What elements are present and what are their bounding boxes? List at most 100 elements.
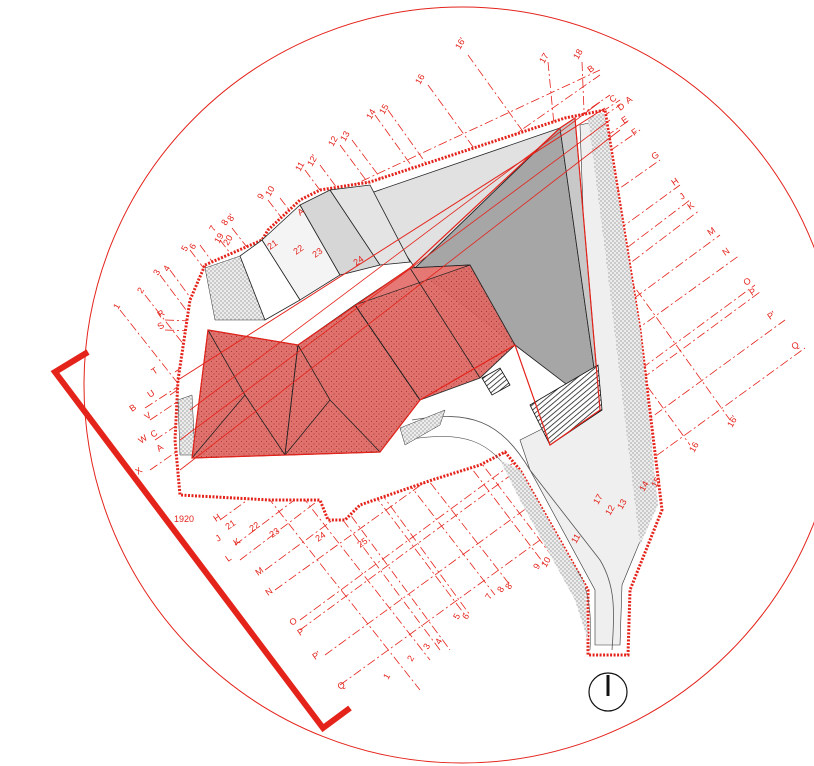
label-20-bottom: 20	[184, 514, 194, 524]
label-10-bottom: 10	[539, 555, 553, 569]
label-16-top: 16	[413, 72, 427, 86]
roof-ridges	[191, 267, 481, 459]
label-13-top: 13	[338, 129, 352, 143]
label-B-right: B	[585, 63, 596, 75]
label-4-top: 4	[161, 264, 172, 273]
diagonal-red-1	[177, 107, 606, 381]
label-D-right: D	[615, 100, 626, 112]
label-F-right: F	[629, 126, 640, 138]
label-2-top: 2	[135, 286, 146, 295]
label-13-bottom: 13	[615, 497, 629, 511]
label-15-top: 15	[377, 102, 391, 116]
label-4-bottom: 4	[433, 637, 444, 646]
label-W-left: W	[136, 432, 149, 445]
label-P-bottom: P	[295, 626, 306, 638]
label-T-left: T	[149, 365, 160, 377]
label-3-bottom: 3	[421, 642, 432, 651]
grid-labels-bottom: 19 20 H 21 22 J K L 23 24 25 M N O P P' …	[174, 475, 663, 691]
label-M-bottom: M	[253, 565, 265, 577]
label-V-left: V	[142, 410, 153, 422]
label-12p-top: 12'	[305, 153, 320, 168]
label-A-inner: A	[295, 206, 306, 218]
label-21-inner: 21	[265, 238, 279, 252]
label-8p-bottom: 8'	[503, 580, 515, 591]
diagonal-red-2	[179, 129, 621, 471]
label-S-left: S	[155, 320, 166, 332]
label-Q-right: Q	[789, 339, 800, 351]
label-Pp-right: P'	[765, 309, 777, 322]
label-J-right: J	[677, 191, 686, 202]
label-A-right: A	[623, 94, 634, 106]
label-12-top: 12	[326, 134, 340, 148]
label-14-bottom: 14	[637, 479, 651, 493]
label-K-right: K	[685, 200, 696, 212]
north-arrow-icon	[588, 672, 628, 712]
grid-labels-left: R S T U B V W C X A	[127, 307, 166, 476]
label-N-right: N	[720, 246, 731, 258]
label-8p-top: 8'	[225, 212, 237, 223]
label-22-bottom: 22	[247, 520, 261, 534]
label-23-inner: 23	[310, 246, 324, 260]
label-K-bottom: K	[231, 536, 242, 548]
label-5-top: 5	[179, 244, 190, 253]
label-9-bottom: 9	[531, 562, 542, 571]
label-18-top: 18	[571, 47, 585, 61]
label-23-bottom: 23	[267, 526, 281, 540]
stairs-small	[481, 367, 511, 396]
label-24-inner: 24	[351, 254, 365, 268]
label-H-right: H	[669, 176, 680, 188]
label-21-bottom: 21	[223, 518, 237, 532]
grid-labels-inner: 21 22 23 24 A	[265, 206, 365, 268]
label-19-top: 19	[212, 231, 226, 245]
label-L-bottom: L	[223, 553, 233, 564]
label-19-bottom: 19	[174, 514, 184, 524]
label-H-bottom: H	[211, 512, 222, 524]
label-15-bottom: 15	[649, 475, 663, 489]
label-22-inner: 22	[291, 243, 305, 257]
label-17-bottom: 17	[591, 492, 605, 506]
label-20-top: 20	[221, 233, 235, 247]
label-24-bottom: 24	[313, 530, 327, 544]
building-outline	[191, 116, 601, 459]
driveway-curve	[411, 416, 614, 651]
stairs	[529, 364, 603, 446]
label-9-top: 9	[255, 192, 266, 201]
paving-dots-sw	[177, 394, 196, 456]
paving-dots-s	[399, 409, 446, 446]
label-U-left: U	[145, 388, 156, 400]
diagonal-red-3	[179, 119, 611, 441]
label-O-right: O	[741, 275, 752, 287]
label-J-bottom: J	[213, 533, 222, 544]
label-7-top: 7	[207, 224, 218, 233]
label-A-left: A	[154, 442, 165, 454]
label-11-bottom: 11	[569, 532, 582, 545]
grid-labels-top: 16' 17 18 16 14 15 12 13 11 12' 9 10 7 8…	[111, 36, 585, 311]
grid-labels-right: B C D A E F G H J K M N O P P' Q 16' 16	[585, 63, 800, 454]
label-C-left: C	[148, 427, 159, 439]
label-5-bottom: 5	[451, 612, 462, 621]
label-1-bottom: 1	[381, 672, 392, 681]
label-2-bottom: 2	[405, 654, 416, 663]
diagonal-red-4	[189, 101, 601, 411]
label-25-bottom: 25	[355, 536, 369, 550]
label-17-top: 17	[537, 51, 551, 65]
label-N-bottom: N	[263, 586, 274, 598]
label-E-right: E	[619, 114, 630, 126]
label-X-left: X	[133, 465, 144, 477]
label-12-bottom: 12	[603, 503, 617, 517]
label-7-bottom: 7	[483, 592, 494, 601]
label-8-top: 8	[219, 218, 230, 227]
terrace-strip-4	[239, 239, 301, 321]
label-10-top: 10	[263, 184, 277, 198]
label-1-top: 1	[111, 302, 122, 311]
label-M-right: M	[705, 225, 717, 237]
label-8-bottom: 8	[495, 585, 506, 594]
section-bracket	[50, 349, 352, 733]
label-B-left: B	[127, 402, 138, 414]
label-6-bottom: 6	[460, 612, 471, 621]
label-C-right: C	[607, 92, 618, 104]
label-R-left: R	[155, 307, 166, 319]
label-6-top: 6	[187, 242, 198, 251]
label-G-right: G	[649, 149, 660, 161]
